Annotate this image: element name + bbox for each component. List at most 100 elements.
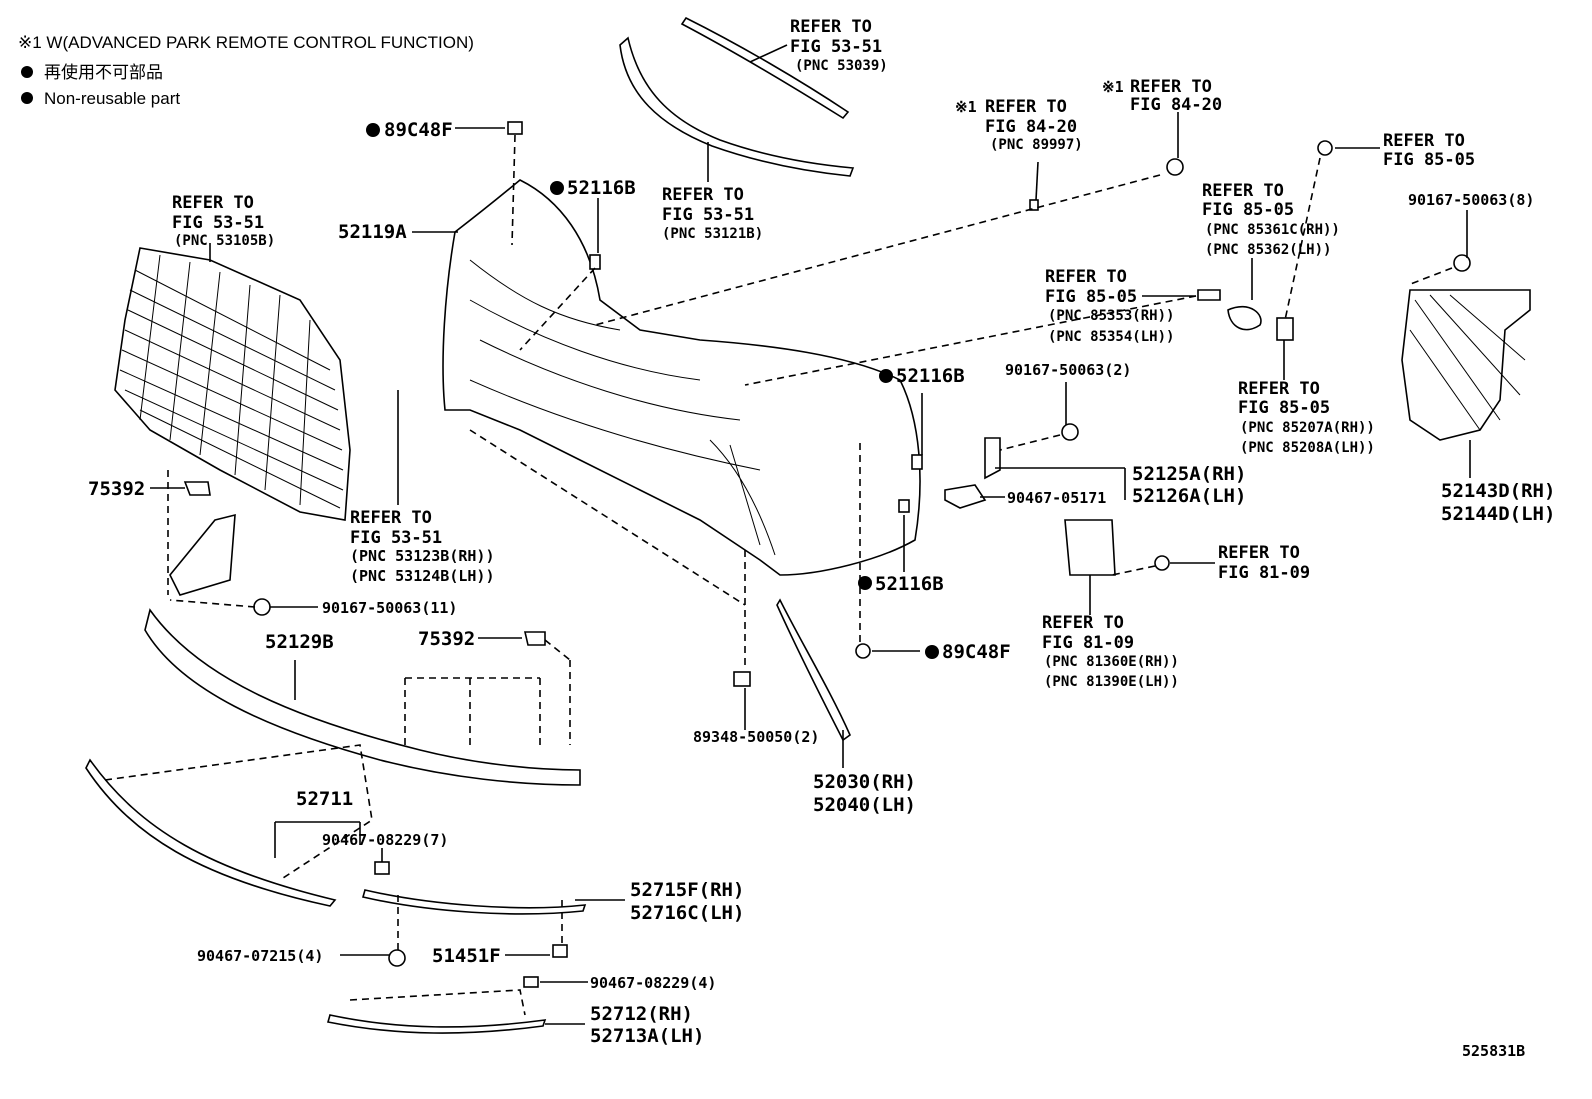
part-label[interactable]: 52119A [338, 221, 407, 243]
part-label[interactable]: 52116B [875, 573, 944, 595]
bumper-side-bracket-drawing [1401, 289, 1531, 441]
part-label[interactable]: 52116B [896, 365, 965, 387]
part-label[interactable]: 52143D(RH) [1441, 480, 1555, 502]
non-reusable-bullet-icon [858, 576, 872, 590]
refer-r11[interactable]: REFER TO FIG 81-09 [1218, 543, 1310, 583]
svg-text:※1: ※1 [955, 98, 977, 116]
svg-text:REFER TO: REFER TO [1045, 267, 1127, 287]
part-label[interactable]: 90167-50063(2) [1005, 361, 1131, 379]
engine-under-cover-drawing [85, 744, 373, 907]
non-reusable-bullet-icon [550, 181, 564, 195]
svg-text:FIG 53-51: FIG 53-51 [662, 205, 754, 225]
part-label[interactable]: 52713A(LH) [590, 1025, 704, 1047]
note-non-reusable-en: Non-reusable part [44, 89, 180, 108]
svg-text:(PNC 53124B(LH)): (PNC 53124B(LH)) [350, 567, 495, 585]
svg-text:(PNC 85361C(RH)): (PNC 85361C(RH)) [1205, 222, 1340, 238]
part-label[interactable]: 52126A(LH) [1132, 485, 1246, 507]
part-label[interactable]: 52129B [265, 631, 334, 653]
refer-r4[interactable]: ※1 REFER TO FIG 84-20 (PNC 89997) [955, 97, 1083, 153]
svg-text:(PNC 53121B): (PNC 53121B) [662, 226, 763, 242]
part-label[interactable]: 52116B [567, 177, 636, 199]
refer-r6[interactable]: REFER TO FIG 85-05 [1383, 131, 1475, 170]
part-label[interactable]: 52144D(LH) [1441, 503, 1555, 525]
svg-text:FIG 81-09: FIG 81-09 [1042, 633, 1134, 653]
note-non-reusable-jp: 再使用不可部品 [44, 62, 163, 82]
svg-text:(PNC 89997): (PNC 89997) [990, 137, 1083, 153]
svg-text:REFER TO: REFER TO [985, 97, 1067, 117]
part-label[interactable]: 51451F [432, 945, 501, 967]
refer-r2[interactable]: REFER TO FIG 53-51 (PNC 53121B) [662, 185, 763, 242]
refer-r3[interactable]: REFER TO FIG 53-51 (PNC 53105B) [172, 193, 275, 249]
part-labels: 89C48F 52116B 52119A 52116B 90167-50063(… [88, 119, 1555, 1047]
refer-r8[interactable]: REFER TO FIG 85-05 (PNC 85353(RH)) (PNC … [1045, 267, 1174, 345]
svg-text:REFER TO: REFER TO [1383, 131, 1465, 151]
part-label[interactable]: 75392 [418, 628, 475, 650]
refer-r5[interactable]: ※1 REFER TO FIG 84-20 [1102, 77, 1222, 115]
svg-text:REFER TO: REFER TO [172, 193, 254, 213]
svg-text:REFER TO: REFER TO [790, 17, 872, 37]
refer-r12[interactable]: REFER TO FIG 81-09 (PNC 81360E(RH)) (PNC… [1042, 613, 1179, 690]
part-label[interactable]: 52715F(RH) [630, 879, 744, 901]
svg-text:(PNC 85208A(LH)): (PNC 85208A(LH)) [1240, 440, 1375, 456]
svg-text:REFER TO: REFER TO [1130, 77, 1212, 97]
svg-text:REFER TO: REFER TO [662, 185, 744, 205]
radiator-grille-drawing [114, 247, 351, 521]
svg-text:FIG 84-20: FIG 84-20 [985, 117, 1077, 137]
legend-notes: ※1 W(ADVANCED PARK REMOTE CONTROL FUNCTI… [18, 33, 474, 108]
part-label[interactable]: 52712(RH) [590, 1003, 693, 1025]
part-label[interactable]: 89348-50050(2) [693, 728, 819, 746]
part-label[interactable]: 89C48F [942, 641, 1011, 663]
svg-text:REFER TO: REFER TO [1218, 543, 1300, 563]
svg-text:(PNC 53105B): (PNC 53105B) [174, 233, 275, 249]
part-label[interactable]: 90467-07215(4) [197, 947, 323, 965]
refer-r10[interactable]: REFER TO FIG 53-51 (PNC 53123B(RH)) (PNC… [350, 508, 495, 585]
svg-text:FIG 84-20: FIG 84-20 [1130, 95, 1222, 115]
fog-lamp-cover-drawing [776, 598, 851, 742]
svg-text:FIG 85-05: FIG 85-05 [1045, 287, 1137, 307]
part-label[interactable]: 90467-08229(4) [590, 974, 716, 992]
part-label[interactable]: 90467-05171 [1007, 489, 1106, 507]
non-reusable-bullet-icon [925, 645, 939, 659]
svg-text:(PNC 53123B(RH)): (PNC 53123B(RH)) [350, 547, 495, 565]
lower-spoiler-drawing [144, 513, 581, 786]
svg-text:REFER TO: REFER TO [1238, 379, 1320, 399]
leader-lines [150, 112, 1471, 1025]
part-label[interactable]: 90167-50063(8) [1408, 191, 1534, 209]
svg-text:FIG 85-05: FIG 85-05 [1202, 200, 1294, 220]
diagram-id: 525831B [1462, 1042, 1525, 1060]
part-label[interactable]: 75392 [88, 478, 145, 500]
refer-r7[interactable]: REFER TO FIG 85-05 (PNC 85361C(RH)) (PNC… [1202, 181, 1340, 258]
svg-text:(PNC 81390E(LH)): (PNC 81390E(LH)) [1044, 674, 1179, 690]
fasteners [183, 121, 1471, 988]
part-label[interactable]: 52030(RH) [813, 771, 916, 793]
part-label[interactable]: 90167-50063(11) [322, 599, 457, 617]
svg-text:FIG 53-51: FIG 53-51 [350, 528, 442, 548]
svg-text:REFER TO: REFER TO [1042, 613, 1124, 633]
svg-text:(PNC 81360E(RH)): (PNC 81360E(RH)) [1044, 654, 1179, 670]
lower-plate-drawing [326, 889, 587, 1034]
svg-text:REFER TO: REFER TO [350, 508, 432, 528]
non-reusable-bullet-icon [366, 123, 380, 137]
non-reusable-markers [366, 123, 939, 659]
part-label[interactable]: 52711 [296, 788, 353, 810]
svg-text:※1: ※1 [1102, 78, 1124, 96]
refer-r1[interactable]: REFER TO FIG 53-51 (PNC 53039) [790, 17, 888, 74]
front-bumper-cover-drawing [442, 179, 921, 576]
refer-r9[interactable]: REFER TO FIG 85-05 (PNC 85207A(RH)) (PNC… [1238, 379, 1375, 456]
part-label[interactable]: 52716C(LH) [630, 902, 744, 924]
non-reusable-bullet-icon [21, 66, 33, 78]
part-label[interactable]: 52040(LH) [813, 794, 916, 816]
svg-text:REFER TO: REFER TO [1202, 181, 1284, 201]
non-reusable-bullet-icon [21, 92, 33, 104]
non-reusable-bullet-icon [879, 369, 893, 383]
svg-text:FIG 85-05: FIG 85-05 [1238, 398, 1330, 418]
svg-text:FIG 81-09: FIG 81-09 [1218, 563, 1310, 583]
svg-text:(PNC 85362(LH)): (PNC 85362(LH)) [1205, 242, 1331, 258]
part-label[interactable]: 52125A(RH) [1132, 463, 1246, 485]
svg-text:FIG 85-05: FIG 85-05 [1383, 150, 1475, 170]
svg-text:(PNC 85207A(RH)): (PNC 85207A(RH)) [1240, 420, 1375, 436]
part-label[interactable]: 89C48F [384, 119, 453, 141]
part-label[interactable]: 90467-08229(7) [322, 831, 448, 849]
svg-text:FIG 53-51: FIG 53-51 [790, 37, 882, 57]
